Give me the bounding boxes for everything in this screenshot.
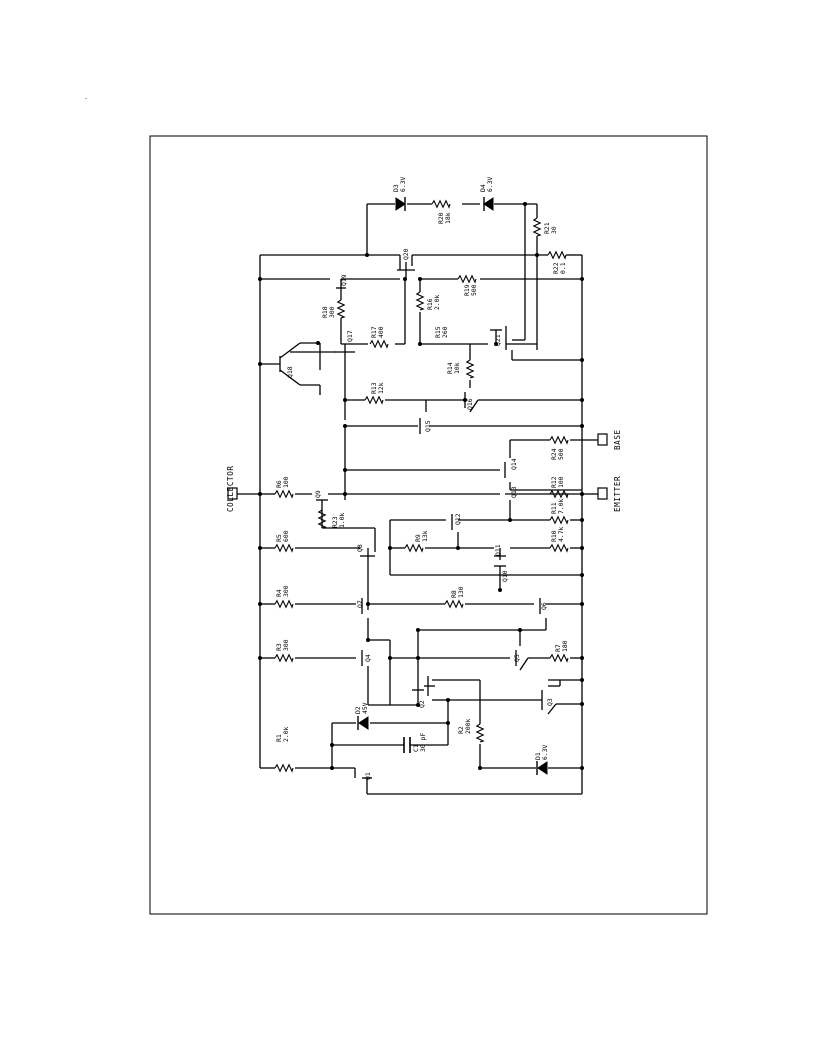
d4-name: D4 (479, 184, 487, 192)
q13-label: Q13 (510, 486, 518, 498)
r5-name: R5 (275, 534, 283, 542)
r10-value: 4.7k (557, 526, 565, 542)
wiring (236, 203, 598, 795)
r18-name: R18 (321, 306, 329, 318)
d4-value: 6.3V (486, 176, 494, 192)
r17-value: 400 (377, 326, 385, 338)
corner-mark: . (84, 93, 88, 101)
r2-value: 200k (464, 718, 472, 734)
base-label: BASE (613, 429, 622, 450)
diode-labels: D3 6.3V D4 6.3V D2 45V D1 6.3V C1 30 pF (354, 176, 549, 760)
q2-label: Q2 (418, 700, 426, 708)
r21-name: R21 (543, 222, 551, 234)
q8-label: Q8 (356, 544, 364, 552)
r22-name: R22 (552, 262, 560, 274)
r8-value: 130 (457, 586, 465, 598)
r17-name: R17 (370, 326, 378, 338)
d1-name: D1 (534, 752, 542, 760)
q10-label: Q10 (501, 570, 509, 582)
q11-label: Q11 (494, 544, 502, 556)
c1-value: 30 pF (419, 733, 427, 752)
r14-name: R14 (446, 362, 454, 374)
r12-name: R12 (550, 476, 558, 488)
q21-label: Q21 (494, 334, 502, 346)
q19-label: Q19 (340, 274, 348, 286)
r19-name: R19 (463, 284, 471, 296)
c1-name: C1 (412, 744, 420, 752)
base-terminal (597, 433, 608, 446)
r24-value: 500 (557, 448, 565, 460)
q16-label: Q16 (466, 398, 474, 410)
r15-value: 260 (441, 326, 449, 338)
r1-value: 2.0k (282, 726, 290, 742)
transistor-labels: Q1 Q2 Q3 Q4 Q5 Q6 Q7 Q8 Q9 Q10 Q11 Q12 Q… (286, 248, 554, 780)
q4-label: Q4 (364, 654, 372, 662)
r10-name: R10 (550, 530, 558, 542)
r5-value: 600 (282, 530, 290, 542)
r18-value: 300 (328, 306, 336, 318)
d2-value: 45V (361, 702, 369, 714)
r13-name: R13 (370, 382, 378, 394)
q18-label: Q18 (286, 366, 294, 378)
r11-value: 7.0k (557, 498, 565, 514)
junction-dots (258, 202, 584, 770)
collector-terminal (227, 487, 238, 500)
d2-name: D2 (354, 706, 362, 714)
r9-value: 13k (421, 530, 429, 542)
r21-value: 30 (550, 226, 558, 234)
r6-value: 100 (282, 476, 290, 488)
q12-label: Q12 (454, 513, 462, 525)
r4-value: 300 (282, 585, 290, 597)
q6-label: Q6 (540, 602, 548, 610)
r8-name: R8 (450, 590, 458, 598)
r20-name: R20 (437, 212, 445, 224)
r24-name: R24 (550, 448, 558, 460)
r12-value: 100 (557, 476, 565, 488)
r16-name: R16 (426, 298, 434, 310)
r6-name: R6 (275, 480, 283, 488)
collector-label: COLLECTOR (226, 465, 235, 512)
q17-label: Q17 (346, 330, 354, 342)
r7-value: 180 (561, 640, 569, 652)
r3-value: 300 (282, 639, 290, 651)
q5-label: Q5 (513, 654, 521, 662)
q7-label: Q7 (356, 600, 364, 608)
r13-value: 12k (377, 382, 385, 394)
q15-label: Q15 (424, 420, 432, 432)
r3-name: R3 (275, 643, 283, 651)
capacitor-symbol (403, 737, 411, 753)
q1-label: Q1 (364, 772, 372, 780)
r23-value: 1.0k (338, 512, 346, 528)
q3-label: Q3 (546, 698, 554, 706)
r11-name: R11 (550, 502, 558, 514)
emitter-terminal (597, 487, 608, 500)
emitter-label: EMITTER (613, 476, 622, 512)
q20-label: Q20 (402, 248, 410, 260)
d3-name: D3 (392, 184, 400, 192)
r4-name: R4 (275, 589, 283, 597)
d1-value: 6.3V (541, 744, 549, 760)
r19-value: 500 (470, 284, 478, 296)
r16-value: 2.0k (433, 294, 441, 310)
r2-name: R2 (457, 726, 465, 734)
r20-value: 18k (444, 212, 452, 224)
r22-value: 0.1 (559, 262, 567, 274)
r7-name: R7 (554, 644, 562, 652)
q14-label: Q14 (510, 458, 518, 470)
r15-name: R15 (434, 326, 442, 338)
terminal-boxes (227, 433, 608, 500)
q9-label: Q9 (314, 490, 322, 498)
r1-name: R1 (275, 734, 283, 742)
figure-frame (149, 135, 708, 915)
r14-value: 10k (453, 362, 461, 374)
r23-name: R23 (331, 516, 339, 528)
d3-value: 6.3V (399, 176, 407, 192)
resistor-symbols (274, 200, 569, 772)
resistor-labels: R1 2.0k R2 200k R3 300 R4 300 R5 600 R6 … (275, 212, 569, 742)
r9-name: R9 (414, 534, 422, 542)
diode-symbols (357, 197, 548, 775)
